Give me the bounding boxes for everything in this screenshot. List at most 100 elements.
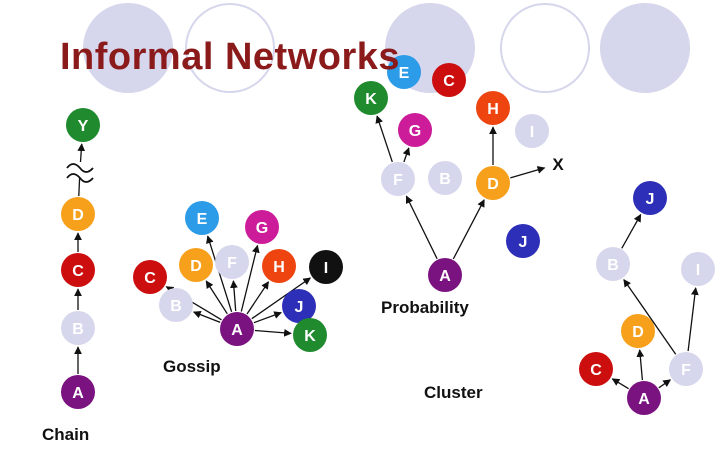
probability-node-b-label: B [439, 171, 451, 188]
probability-node-d: D [476, 166, 510, 200]
cluster-node-a-label: A [638, 391, 650, 408]
cluster-node-f-label: F [681, 362, 691, 379]
chain-node-a-circle [61, 375, 95, 409]
probability-node-d-label: D [487, 176, 499, 193]
decor-circle-4 [500, 3, 590, 93]
gossip-edge-a-h [246, 281, 270, 315]
page-title: Informal Networks [60, 36, 401, 78]
chain-node-b: B [61, 311, 95, 345]
gossip-edge-a-b [192, 310, 221, 324]
gossip-node-h: H [262, 249, 296, 283]
probability-edge-d-x [510, 166, 546, 179]
gossip-node-i-circle [309, 250, 343, 284]
cluster-node-c-circle [579, 352, 613, 386]
gossip-node-f-circle [215, 245, 249, 279]
cluster-edge-a-f [658, 379, 672, 389]
probability-node-c: C [432, 63, 466, 97]
probability-edge-a-f [405, 195, 438, 260]
gossip-node-g-label: G [256, 220, 268, 237]
gossip-node-d-label: D [190, 258, 202, 275]
probability-node-k: K [354, 81, 388, 115]
chain-node-a: A [61, 375, 95, 409]
probability-node-h: H [476, 91, 510, 125]
gossip-node-b-label: B [170, 298, 182, 315]
chain-break-squiggle-1 [66, 163, 94, 173]
gossip-edge-a-k [254, 328, 292, 337]
gossip-node-e-label: E [197, 211, 208, 228]
probability-node-b: B [428, 161, 462, 195]
chain-node-d-circle [61, 197, 95, 231]
chain-node-c-circle [61, 253, 95, 287]
gossip-node-c: C [133, 260, 167, 294]
cluster-edge-b-j [621, 213, 642, 249]
probability-node-f-circle [381, 162, 415, 196]
cluster-node-i-label: I [696, 262, 700, 279]
gossip-node-e-circle [185, 201, 219, 235]
chain-node-b-circle [61, 311, 95, 345]
probability-node-g: G [398, 113, 432, 147]
gossip-node-f: F [215, 245, 249, 279]
probability-node-j-circle [506, 224, 540, 258]
probability-node-e: E [387, 55, 421, 89]
gossip-node-k-label: K [304, 328, 316, 345]
probability-node-a-label: A [439, 268, 451, 285]
probability-node-c-label: C [443, 73, 455, 90]
probability-node-b-circle [428, 161, 462, 195]
cluster-node-b-circle [596, 247, 630, 281]
cluster-node-d-label: D [632, 324, 644, 341]
cluster-node-j-circle [633, 181, 667, 215]
label-gossip: Gossip [163, 357, 221, 376]
chain-node-b-label: B [72, 321, 84, 338]
chain-break-squiggle-2 [66, 173, 94, 183]
probability-node-k-circle [354, 81, 388, 115]
decor-circle-5 [600, 3, 690, 93]
cluster-node-c-label: C [590, 362, 602, 379]
gossip-node-f-label: F [227, 255, 237, 272]
cluster-edge-a-d [636, 349, 645, 381]
gossip-node-h-label: H [273, 259, 285, 276]
probability-node-i: I [515, 114, 549, 148]
probability-node-h-circle [476, 91, 510, 125]
gossip-edge-a-d [205, 280, 228, 315]
decorative-circles [83, 3, 690, 93]
cluster-node-c: C [579, 352, 613, 386]
chain-node-a-label: A [72, 385, 84, 402]
cluster-node-b-label: B [607, 257, 619, 274]
chain-node-c: C [61, 253, 95, 287]
gossip-node-j-circle [282, 289, 316, 323]
probability-node-f: F [381, 162, 415, 196]
chain-node-d: D [61, 197, 95, 231]
gossip-node-j: J [282, 289, 316, 323]
chain-edge-break-y [77, 143, 86, 163]
probability-node-a: A [428, 258, 462, 292]
cluster-node-f-circle [669, 352, 703, 386]
cluster-edge-f-b [623, 278, 677, 355]
probability-node-e-label: E [399, 65, 410, 82]
gossip-node-a-circle [220, 312, 254, 346]
chain-node-c-label: C [72, 263, 84, 280]
cluster-node-d-circle [621, 314, 655, 348]
gossip-edge-a-e [206, 235, 233, 312]
probability-node-i-circle [515, 114, 549, 148]
probability-edge-a-d [452, 199, 485, 260]
gossip-node-j-label: J [295, 299, 304, 316]
gossip-node-i: I [309, 250, 343, 284]
gossip-node-i-label: I [324, 260, 328, 277]
cluster-node-b: B [596, 247, 630, 281]
cluster-node-j-label: J [646, 191, 655, 208]
probability-node-g-label: G [409, 123, 421, 140]
cluster-edge-a-c [611, 378, 629, 390]
cluster-edge-f-i [687, 287, 699, 352]
gossip-node-e: E [185, 201, 219, 235]
probability-node-e-circle [387, 55, 421, 89]
gossip-node-d: D [179, 248, 213, 282]
probability-node-a-circle [428, 258, 462, 292]
label-cluster: Cluster [424, 383, 483, 402]
gossip-node-g-circle [245, 210, 279, 244]
gossip-node-b-circle [159, 288, 193, 322]
probability-node-j-label: J [519, 234, 528, 251]
gossip-node-k: K [293, 318, 327, 352]
gossip-node-d-circle [179, 248, 213, 282]
